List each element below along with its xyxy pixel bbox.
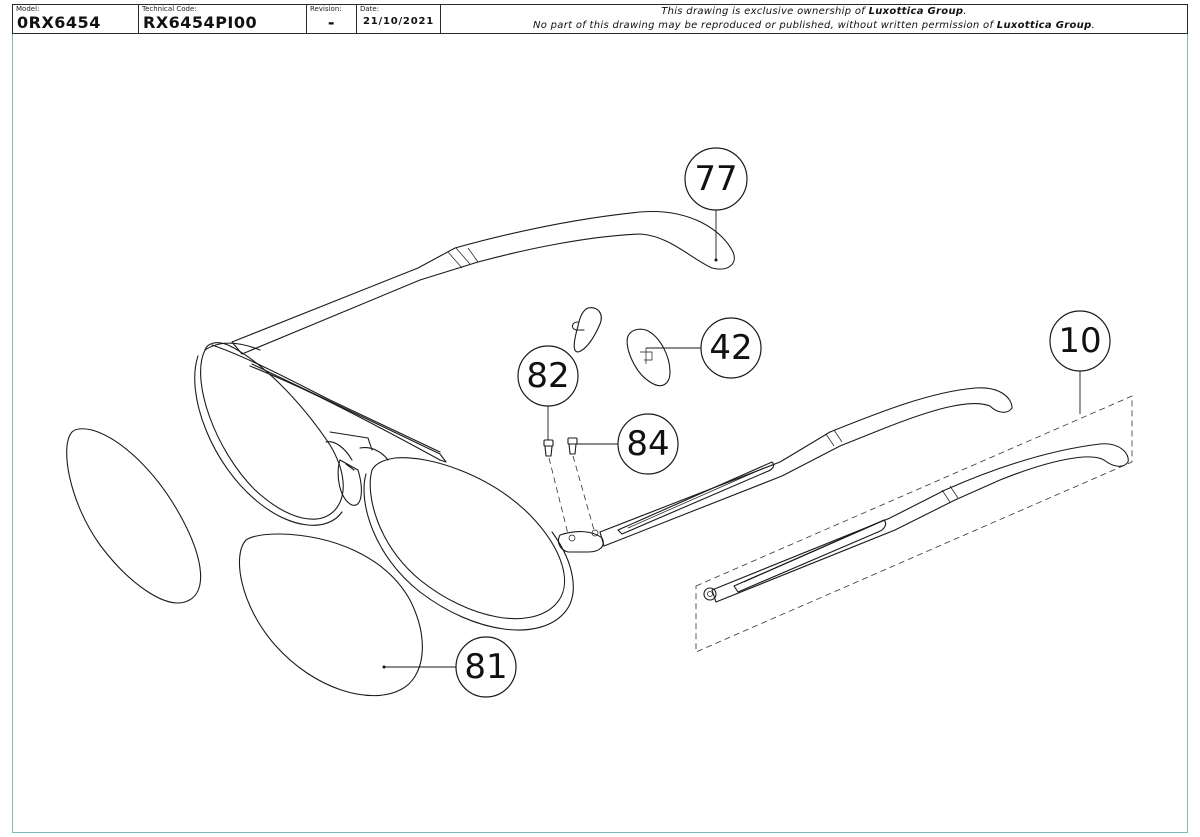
nose-pad-42-stem bbox=[640, 348, 653, 364]
callout-84-label: 84 bbox=[626, 424, 669, 464]
model-value: 0RX6454 bbox=[17, 13, 101, 32]
callout-82-label: 82 bbox=[526, 356, 569, 396]
date-value: 21/10/2021 bbox=[363, 16, 434, 27]
notice-line-1-owner: Luxottica Group bbox=[868, 6, 964, 17]
lens-81 bbox=[238, 533, 423, 697]
callout-81: 81 bbox=[455, 636, 517, 698]
nose-pad-upper-stem bbox=[571, 321, 585, 331]
callout-77: 77 bbox=[684, 147, 748, 211]
callout-10: 10 bbox=[1049, 310, 1111, 372]
date-cell: Date: 21/10/2021 bbox=[357, 5, 441, 33]
revision-label: Revision: bbox=[310, 5, 342, 13]
nose-pad-42 bbox=[626, 328, 671, 387]
leader-81-dot bbox=[382, 665, 386, 669]
leader-77-dot bbox=[714, 258, 718, 262]
model-label: Model: bbox=[16, 5, 40, 13]
lens-back bbox=[66, 428, 202, 604]
technical-code-cell: Technical Code: RX6454PI00 bbox=[139, 5, 307, 33]
notice-line-2-prefix: No part of this drawing may be reproduce… bbox=[532, 20, 997, 31]
notice-line-1-suffix: . bbox=[963, 6, 967, 17]
callout-42-label: 42 bbox=[709, 328, 752, 368]
date-label: Date: bbox=[360, 5, 380, 13]
callout-81-label: 81 bbox=[464, 647, 507, 687]
callout-82: 82 bbox=[517, 345, 579, 407]
callout-10-label: 10 bbox=[1058, 321, 1101, 361]
notice-line-1-prefix: This drawing is exclusive ownership of bbox=[661, 6, 869, 17]
screw-84 bbox=[567, 437, 578, 455]
title-block: Model: 0RX6454 Technical Code: RX6454PI0… bbox=[12, 4, 1188, 34]
callout-84: 84 bbox=[617, 413, 679, 475]
screw-82-axis bbox=[548, 457, 569, 535]
nose-pad-upper bbox=[573, 307, 602, 353]
ownership-notice: This drawing is exclusive ownership of L… bbox=[441, 5, 1187, 33]
frame-front bbox=[194, 342, 604, 631]
right-temple-attached bbox=[599, 387, 1013, 547]
detached-temple-group bbox=[695, 395, 1133, 653]
model-cell: Model: 0RX6454 bbox=[13, 5, 139, 33]
notice-line-1: This drawing is exclusive ownership of L… bbox=[661, 5, 967, 19]
screw-82 bbox=[543, 439, 554, 457]
revision-cell: Revision: - bbox=[307, 5, 357, 33]
notice-line-2: No part of this drawing may be reproduce… bbox=[533, 19, 1095, 33]
technical-code-label: Technical Code: bbox=[142, 5, 197, 13]
revision-value: - bbox=[327, 13, 336, 32]
left-temple bbox=[231, 210, 735, 355]
technical-code-value: RX6454PI00 bbox=[143, 13, 258, 32]
notice-line-2-owner: Luxottica Group bbox=[996, 20, 1092, 31]
callout-77-label: 77 bbox=[694, 159, 737, 199]
notice-line-2-suffix: . bbox=[1091, 20, 1096, 31]
screw-84-axis bbox=[572, 455, 595, 531]
callout-42: 42 bbox=[700, 317, 762, 379]
